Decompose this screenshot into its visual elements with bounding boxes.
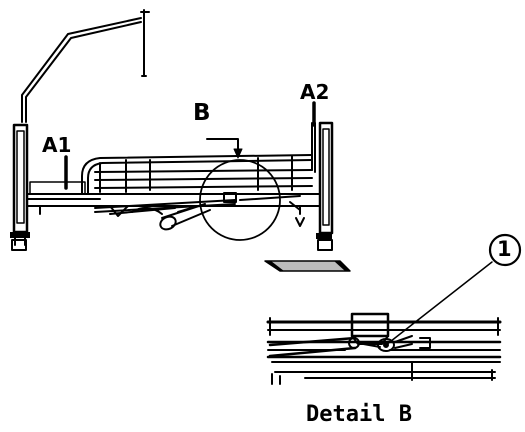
bed-side-view xyxy=(10,9,334,251)
callout-circle xyxy=(488,233,522,267)
b-arrow xyxy=(206,138,243,159)
detail-b-caption: Detail B xyxy=(306,402,412,427)
lifting-pole xyxy=(21,9,150,123)
foot-end xyxy=(311,121,334,251)
detail-b-circle xyxy=(199,159,281,241)
callout-number: 1 xyxy=(497,237,512,261)
callout-leader xyxy=(385,261,493,346)
side-rail xyxy=(81,154,313,195)
label-a1: A1 xyxy=(42,133,72,157)
label-a2: A2 xyxy=(300,80,330,104)
detail-b-view xyxy=(266,233,522,385)
mattress-plate xyxy=(264,260,351,272)
label-b: B xyxy=(193,100,211,126)
bed-base xyxy=(26,181,321,215)
under-mechanism xyxy=(94,192,305,231)
head-end xyxy=(10,123,30,251)
